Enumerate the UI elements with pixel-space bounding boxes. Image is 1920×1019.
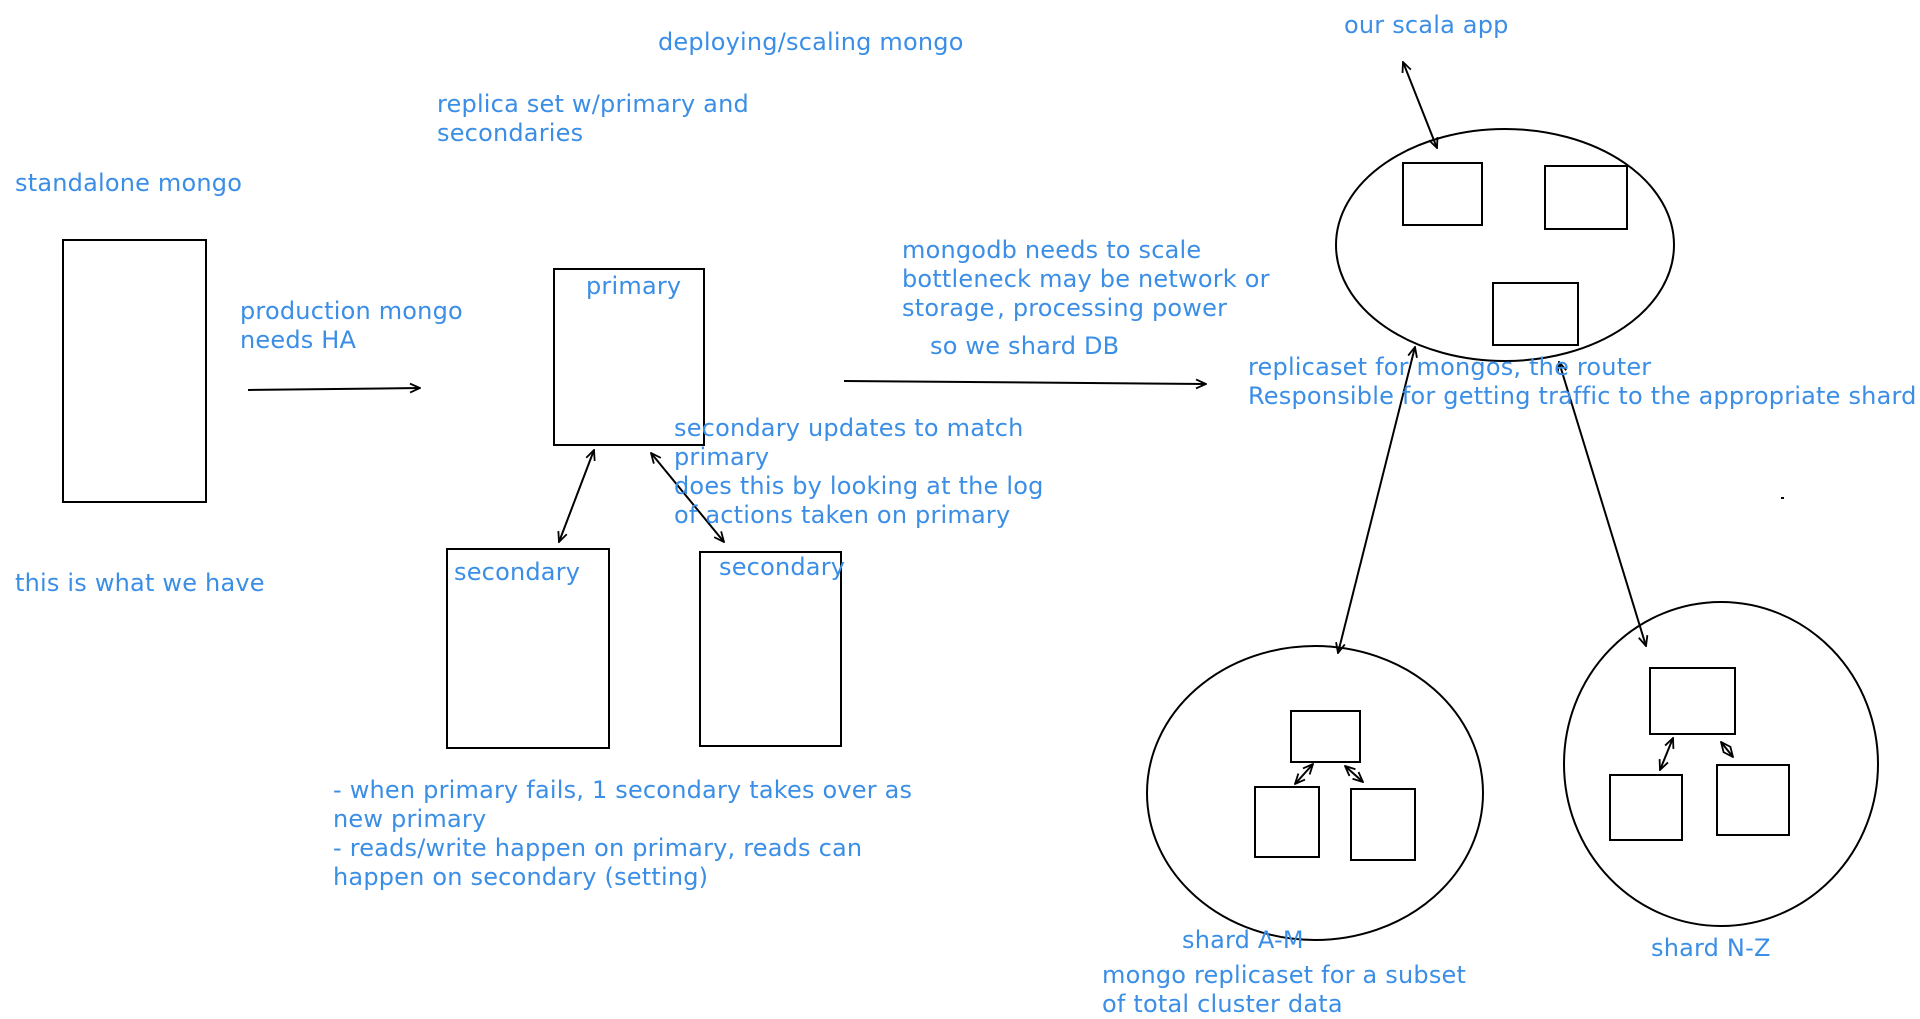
ha-transition-line-2: needs HA — [240, 326, 357, 354]
router-shard-b-link — [1559, 362, 1646, 646]
shard-a-ellipse — [1146, 645, 1484, 941]
replication-note-line-4: of actions taken on primary — [674, 501, 1011, 529]
shard-a-note: mongo replicaset for a subset of total c… — [1102, 961, 1466, 1019]
router-node-box-1 — [1402, 162, 1483, 226]
shard-conclusion-note: so we shard DB — [930, 332, 1120, 360]
shard-b-label: shard N-Z — [1651, 934, 1771, 962]
ha-transition-arrow — [247, 388, 420, 390]
failover-note-line-4: happen on secondary (setting) — [333, 863, 709, 891]
secondary-node-label-2: secondary — [719, 553, 846, 581]
app-router-link — [1403, 62, 1437, 148]
shard-b-replication-link-2 — [1721, 742, 1733, 757]
page-title: deploying/scaling mongo — [658, 28, 964, 56]
router-node-box-2 — [1544, 165, 1628, 230]
replication-link-2 — [651, 453, 724, 542]
shard-b-ellipse — [1563, 601, 1879, 927]
router-node-box-3 — [1492, 282, 1579, 346]
shard-transition-arrow — [843, 381, 1206, 384]
ha-transition-line-1: production mongo — [240, 297, 463, 325]
replica-set-title-line-1: replica set w/primary and — [437, 90, 749, 118]
failover-note-line-3: - reads/write happen on primary, reads c… — [333, 834, 863, 862]
replication-note: secondary updates to match primary does … — [674, 414, 1044, 530]
shard-b-secondary-box-2 — [1716, 764, 1790, 836]
secondary-node-label-1: secondary — [454, 558, 581, 586]
failover-note: - when primary fails, 1 secondary takes … — [333, 776, 912, 892]
shard-b-secondary-box-1 — [1609, 774, 1683, 841]
scaling-note-line-1: mongodb needs to scale — [902, 236, 1202, 264]
ha-transition-note: production mongo needs HA — [240, 297, 463, 355]
router-note-line-2: Responsible for getting traffic to the a… — [1248, 382, 1917, 410]
router-replicaset-ellipse — [1335, 128, 1675, 362]
shard-b-replication-link-1 — [1660, 738, 1673, 770]
primary-node-label: primary — [586, 272, 682, 300]
shard-a-note-line-2: of total cluster data — [1102, 990, 1343, 1018]
replica-set-title: replica set w/primary and secondaries — [437, 90, 749, 148]
primary-node-box — [553, 268, 705, 446]
replication-note-line-3: does this by looking at the log — [674, 472, 1044, 500]
scaling-note-line-3: storage , processing power — [902, 294, 1228, 322]
shard-a-note-line-1: mongo replicaset for a subset — [1102, 961, 1467, 989]
router-note: replicaset for mongos, the router Respon… — [1248, 353, 1917, 411]
standalone-title: standalone mongo — [15, 169, 243, 197]
shard-a-label: shard A-M — [1182, 926, 1304, 954]
standalone-caption: this is what we have — [15, 569, 265, 597]
scaling-note: mongodb needs to scale bottleneck may be… — [902, 236, 1270, 323]
secondary-node-box-1 — [446, 548, 610, 749]
shard-a-secondary-box-2 — [1350, 788, 1416, 861]
router-shard-a-link — [1338, 347, 1415, 653]
replica-set-title-line-2: secondaries — [437, 119, 584, 147]
failover-note-line-2: new primary — [333, 805, 487, 833]
standalone-server-box — [62, 239, 207, 503]
app-label: our scala app — [1344, 11, 1509, 39]
secondary-node-box-2 — [699, 551, 842, 747]
router-note-line-1: replicaset for mongos, the router — [1248, 353, 1652, 381]
replication-link-1 — [559, 450, 594, 542]
shard-a-primary-box — [1290, 710, 1361, 763]
replication-note-line-1: secondary updates to match — [674, 414, 1024, 442]
scaling-note-line-2: bottleneck may be network or — [902, 265, 1270, 293]
shard-a-secondary-box-1 — [1254, 786, 1320, 858]
shard-a-replication-link-1 — [1295, 764, 1313, 784]
failover-note-line-1: - when primary fails, 1 secondary takes … — [333, 776, 913, 804]
replication-note-line-2: primary — [674, 443, 770, 471]
stray-dot-mark — [1781, 497, 1784, 499]
shard-b-primary-box — [1649, 667, 1736, 735]
shard-a-replication-link-2 — [1345, 766, 1363, 782]
